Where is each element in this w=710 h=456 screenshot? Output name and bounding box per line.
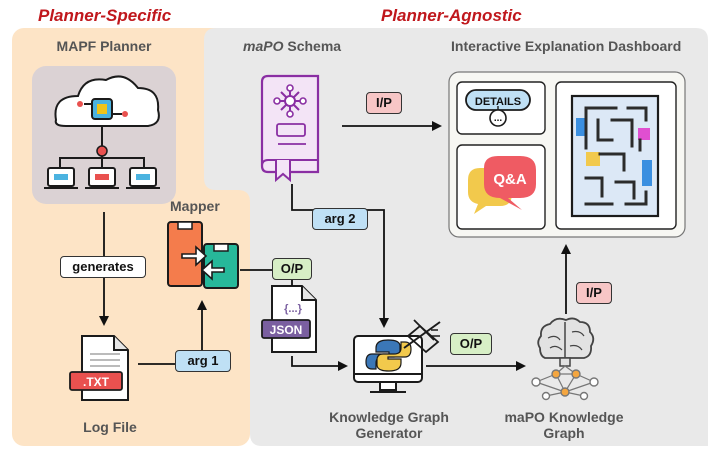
txt-label: .TXT [83, 375, 110, 389]
txt-file-icon [69, 335, 129, 401]
json-file-icon [261, 285, 317, 353]
details-ellipsis: ... [494, 113, 503, 124]
json-label: JSON [270, 323, 303, 337]
log-file-label: Log File [83, 419, 137, 435]
mapo-schema-label-italic: maPO [243, 38, 284, 54]
mapper-label: Mapper [170, 198, 220, 214]
arrow-json-to-generator [291, 356, 348, 371]
kg-generator-label: Knowledge Graph Generator [314, 409, 464, 441]
cloud-network-icon [32, 66, 176, 204]
kg-generator-label-line2: Generator [355, 425, 423, 441]
arg2-tag: arg 2 [312, 208, 368, 230]
op-mapper-tag: O/P [272, 258, 312, 280]
qa-icon [468, 156, 536, 214]
dashboard-label: Interactive Explanation Dashboard [451, 38, 682, 54]
ip-schema-tag: I/P [366, 92, 402, 114]
brain-graph-icon [531, 317, 599, 401]
python-monitor-icon [353, 335, 423, 393]
ip-graph-tag: I/P [576, 282, 612, 304]
kg-label: maPO Knowledge Graph [494, 409, 634, 441]
maze-icon [570, 94, 660, 218]
mapper-icon [167, 221, 239, 289]
planner-specific-heading: Planner-Specific [38, 6, 172, 25]
json-braces-label: {...} [284, 303, 302, 315]
qa-label: Q&A [493, 171, 527, 188]
mapf-planner-label: MAPF Planner [56, 38, 152, 54]
mapo-schema-label-rest: Schema [283, 38, 342, 54]
details-icon [465, 89, 531, 127]
kg-generator-label-line1: Knowledge Graph [329, 409, 449, 425]
details-label: DETAILS [475, 96, 521, 108]
kg-label-line2: Graph [543, 425, 585, 441]
kg-label-line1: maPO Knowledge [504, 409, 624, 425]
op-generator-tag: O/P [450, 333, 492, 355]
mapo-schema-label: maPO Schema [243, 38, 341, 54]
planner-agnostic-heading: Planner-Agnostic [381, 6, 522, 25]
generates-tag: generates [60, 256, 146, 278]
no-ai-icon [403, 319, 441, 354]
arg1-tag: arg 1 [175, 350, 231, 372]
schema-book-icon [260, 74, 320, 183]
